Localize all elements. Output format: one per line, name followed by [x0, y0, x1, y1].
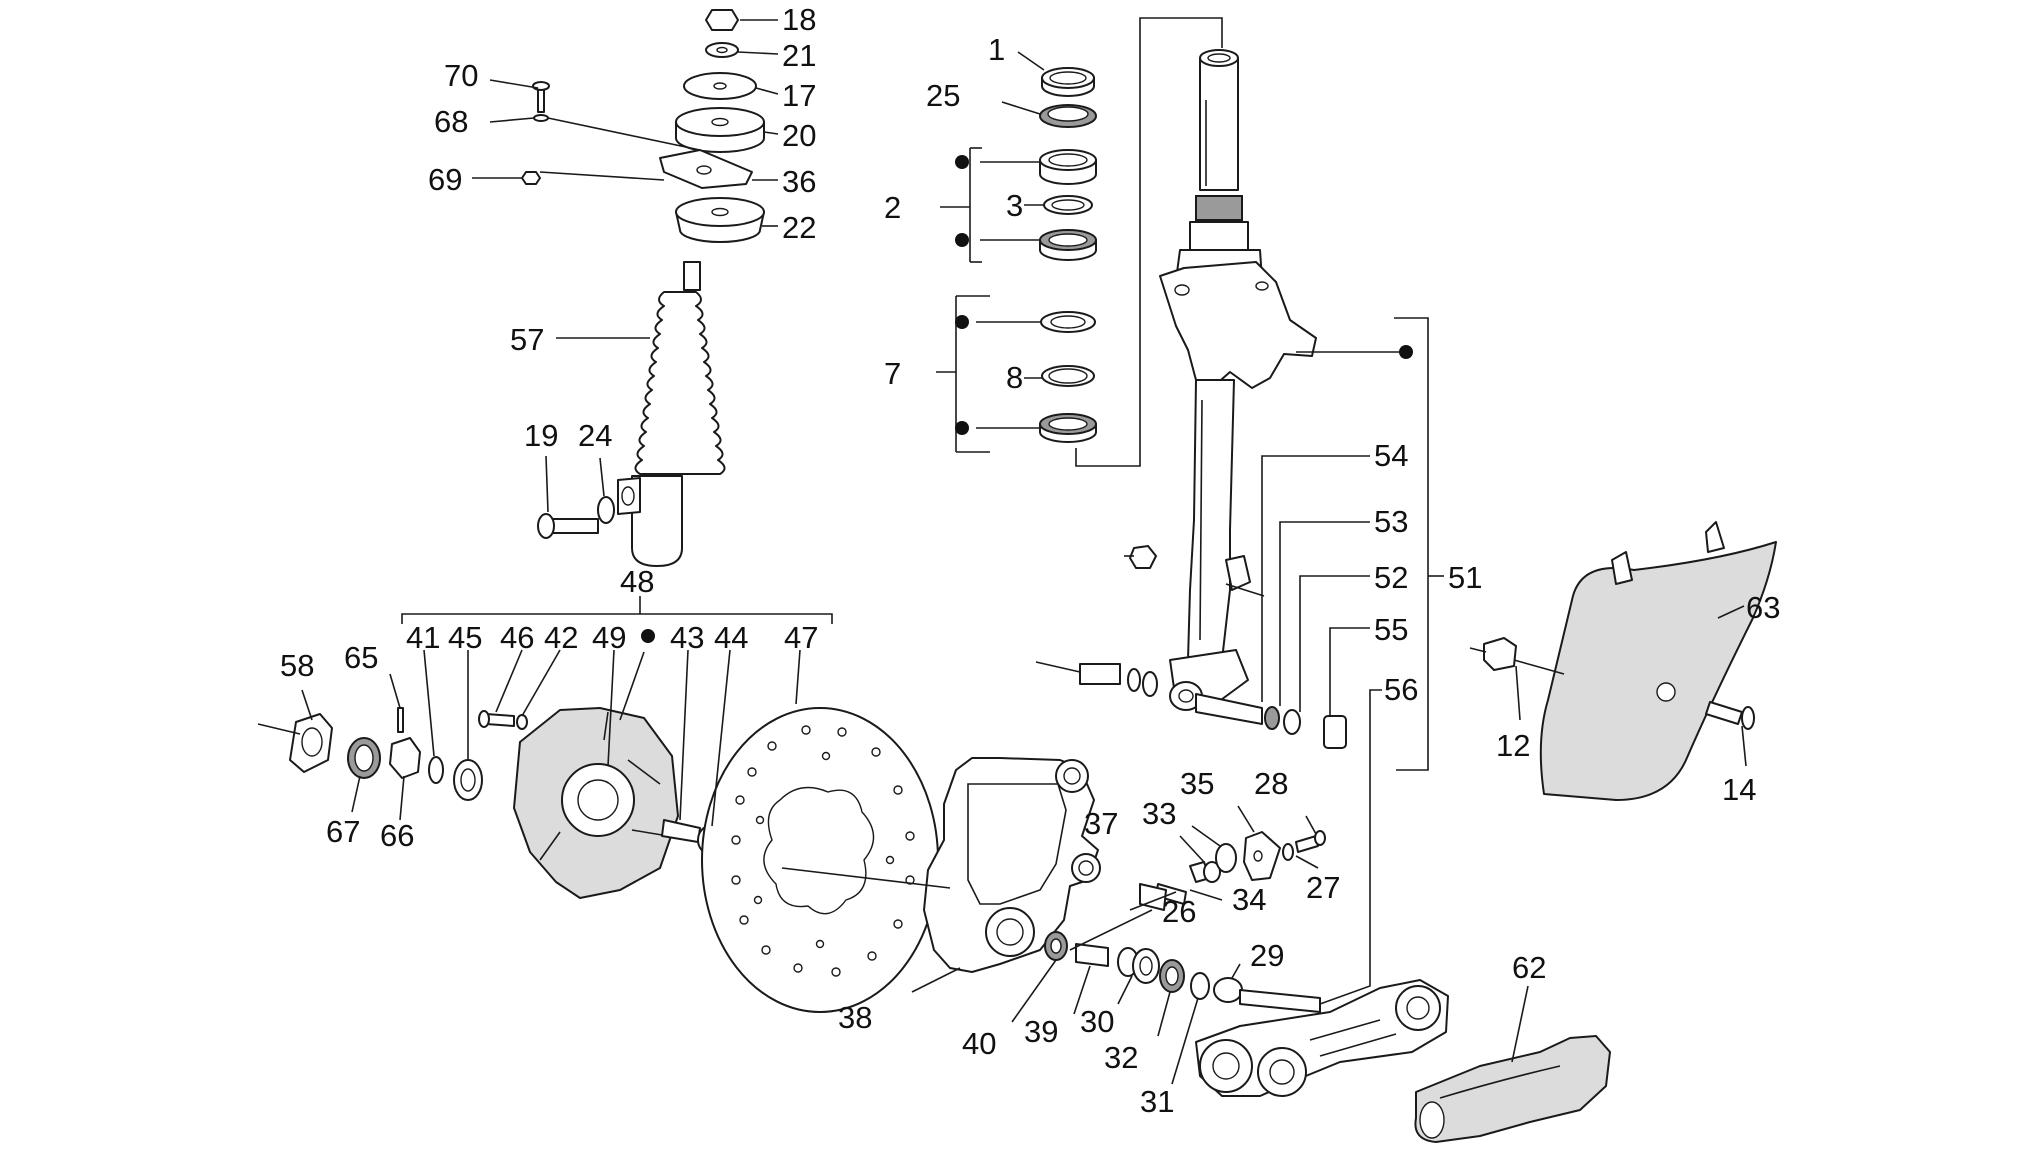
callout-58: 58 [280, 648, 314, 683]
callout-48: 48 [620, 564, 654, 599]
callout-2: 2 [884, 190, 901, 225]
callout-29: 29 [1250, 938, 1284, 973]
swing-arm-assembly [1195, 979, 1611, 1143]
callout-37: 37 [1084, 806, 1118, 841]
callout-44: 44 [714, 620, 748, 655]
callout-70: 70 [444, 58, 478, 93]
part-12-clip [1483, 637, 1517, 671]
callout-62: 62 [1512, 950, 1546, 985]
callout-1: 1 [988, 32, 1005, 67]
callout-labels: 18 21 17 20 36 22 70 68 69 57 19 24 1 25… [280, 2, 1780, 1119]
shock-absorber-assembly [521, 9, 765, 567]
callout-57: 57 [510, 322, 544, 357]
part-18-nut [705, 9, 739, 31]
callout-56: 56 [1384, 672, 1418, 707]
callout-3: 3 [1006, 188, 1023, 223]
callout-38: 38 [838, 1000, 872, 1035]
callout-19: 19 [524, 418, 558, 453]
part-29-ring [1213, 977, 1243, 1003]
callout-7: 7 [884, 356, 901, 391]
callout-21: 21 [782, 38, 816, 73]
part-66-nut [389, 737, 421, 779]
part-19-bolt [547, 518, 599, 534]
callout-68: 68 [434, 104, 468, 139]
part-42-washer [516, 714, 528, 730]
part-28-screw [1295, 835, 1319, 853]
part-27-washer [1282, 843, 1294, 861]
callout-17: 17 [782, 78, 816, 113]
callout-42: 42 [544, 620, 578, 655]
callout-8: 8 [1006, 360, 1023, 395]
callout-49: 49 [592, 620, 626, 655]
callout-47: 47 [784, 620, 818, 655]
wheel-hub-assembly [289, 707, 723, 899]
callout-53: 53 [1374, 504, 1408, 539]
part-47-brake-disc [701, 707, 939, 1013]
callout-18: 18 [782, 2, 816, 37]
callout-14: 14 [1722, 772, 1756, 807]
part-56-long-pin [1239, 989, 1321, 1013]
part-63-cover [1539, 541, 1777, 801]
callout-35: 35 [1180, 766, 1214, 801]
callout-41: 41 [406, 620, 440, 655]
callout-51: 51 [1448, 560, 1482, 595]
assembly-dots [641, 155, 1413, 643]
part-55-bush [1323, 715, 1347, 749]
part-57-shock-absorber [634, 291, 726, 475]
callout-20: 20 [782, 118, 816, 153]
callout-65: 65 [344, 640, 378, 675]
shock-lower-body [631, 475, 683, 567]
callout-66: 66 [380, 818, 414, 853]
part-39-needle-bearing [1075, 943, 1109, 967]
part-52-washer [1283, 709, 1301, 735]
callout-52: 52 [1374, 560, 1408, 595]
callout-12: 12 [1496, 728, 1530, 763]
callout-33: 33 [1142, 796, 1176, 831]
part-68-washer [533, 114, 549, 122]
callout-40: 40 [962, 1026, 996, 1061]
part-38-caliper-holder [923, 757, 1101, 973]
callout-39: 39 [1024, 1014, 1058, 1049]
part-14-screw [1705, 701, 1743, 725]
callout-67: 67 [326, 814, 360, 849]
callout-31: 31 [1140, 1084, 1174, 1119]
part-46-screw [485, 713, 515, 727]
disc-vent-holes [731, 725, 915, 977]
swing-arm-small-parts [1044, 830, 1326, 1003]
callout-36: 36 [782, 164, 816, 199]
callout-34: 34 [1232, 882, 1266, 917]
part-65-split-pin [397, 707, 404, 733]
steering-tube-51 [1079, 49, 1347, 749]
callout-45: 45 [448, 620, 482, 655]
part-24-washer [597, 496, 615, 524]
steering-bearings [1039, 67, 1097, 443]
callout-27: 27 [1306, 870, 1340, 905]
callout-46: 46 [500, 620, 534, 655]
callout-69: 69 [428, 162, 462, 197]
callout-55: 55 [1374, 612, 1408, 647]
callout-30: 30 [1080, 1004, 1114, 1039]
callout-28: 28 [1254, 766, 1288, 801]
steering-yoke [1159, 261, 1317, 389]
callout-32: 32 [1104, 1040, 1138, 1075]
callout-63: 63 [1746, 590, 1780, 625]
part-33-washer [1215, 843, 1237, 873]
part-62-swing-arm-cover [1414, 1035, 1611, 1143]
part-53-ring [1264, 706, 1280, 730]
callout-54: 54 [1374, 438, 1408, 473]
callout-43: 43 [670, 620, 704, 655]
callout-25: 25 [926, 78, 960, 113]
front-cover-assembly [1483, 521, 1777, 801]
part-54-pin [1195, 693, 1263, 725]
part-31-washer [1190, 972, 1210, 1000]
callout-22: 22 [782, 210, 816, 245]
callout-26: 26 [1162, 894, 1196, 929]
part-41-spacer [428, 756, 444, 784]
callout-24: 24 [578, 418, 612, 453]
part-69-nut [521, 171, 541, 185]
